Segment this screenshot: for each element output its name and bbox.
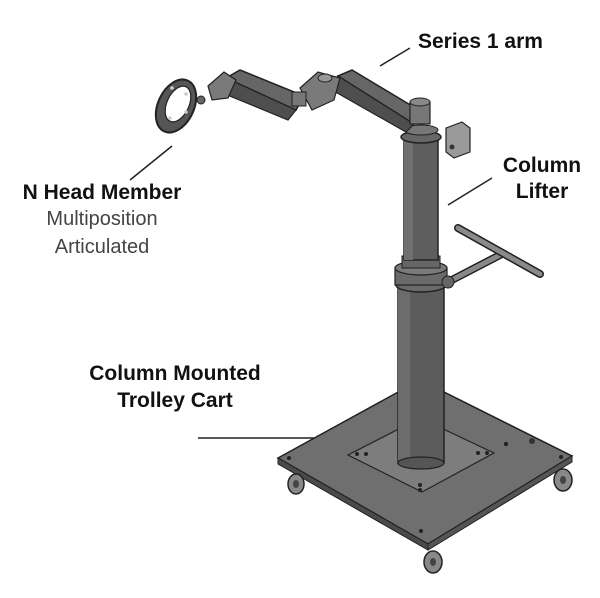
column-upper bbox=[400, 124, 442, 261]
series-arm bbox=[196, 69, 431, 133]
caster-wheels bbox=[287, 468, 573, 574]
label-head-member-line1: Multiposition bbox=[46, 208, 158, 230]
label-trolley-line2: Trolley Cart bbox=[117, 389, 233, 412]
label-column-lifter-line2: Lifter bbox=[515, 180, 569, 203]
lifter-handle bbox=[441, 224, 544, 289]
leader-series-arm bbox=[379, 47, 411, 67]
leader-head-member bbox=[129, 145, 173, 181]
label-series-arm: Series 1 arm bbox=[418, 30, 543, 53]
control-box bbox=[445, 121, 471, 159]
label-head-member-title: N Head Member bbox=[22, 181, 182, 204]
label-column-lifter-line1: Column bbox=[502, 154, 582, 177]
leader-column-lifter bbox=[447, 177, 493, 206]
label-head-member-line2: Articulated bbox=[54, 236, 150, 258]
n-head-member bbox=[154, 78, 198, 134]
label-trolley-line1: Column Mounted bbox=[89, 362, 261, 385]
column-lower bbox=[394, 255, 448, 470]
